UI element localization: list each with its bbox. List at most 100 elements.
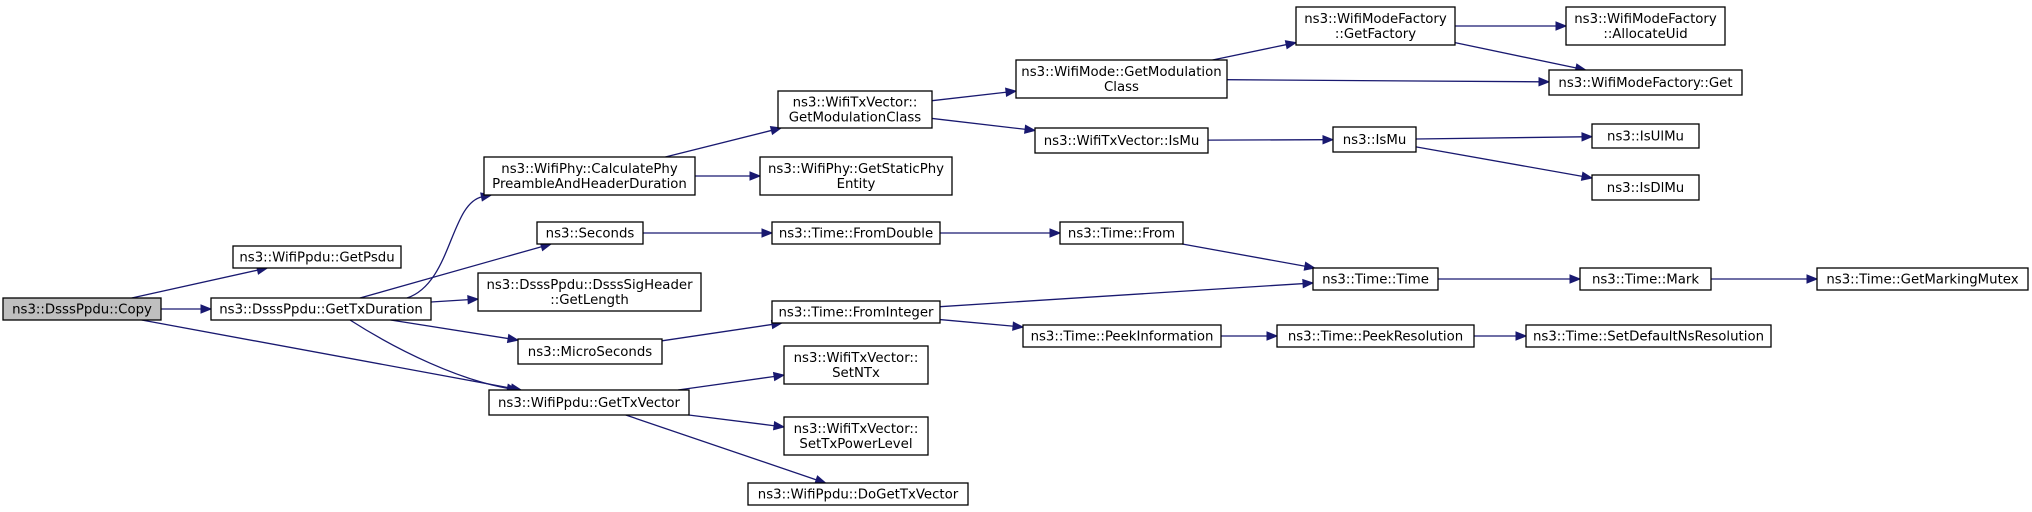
edge-mode_getmod-to-factoryget — [1226, 77, 1551, 87]
edge-ismu-to-isdlmu-arrowhead — [1580, 171, 1594, 181]
edge-peekinfo-to-peekres-arrowhead — [1266, 331, 1279, 341]
node-box[interactable] — [1312, 267, 1439, 291]
node-label: ns3::WifiTxVector:: — [794, 351, 919, 366]
node-box[interactable] — [1015, 59, 1228, 99]
node-mark[interactable]: ns3::Time::Mark — [1579, 267, 1712, 291]
node-peekinfo[interactable]: ns3::Time::PeekInformation — [1022, 324, 1222, 348]
node-label: ns3::Time::GetMarkingMutex — [1826, 273, 2018, 288]
node-siggetlength[interactable]: ns3::DsssPpdu::DsssSigHeader::GetLength — [477, 272, 702, 312]
node-getfactory[interactable]: ns3::WifiModeFactory::GetFactory — [1295, 6, 1456, 46]
node-box[interactable] — [1059, 221, 1184, 245]
node-box[interactable] — [488, 389, 690, 416]
node-frominteger[interactable]: ns3::Time::FromInteger — [771, 300, 941, 324]
node-txv_ismu[interactable]: ns3::WifiTxVector::IsMu — [1034, 127, 1209, 154]
node-box[interactable] — [1579, 267, 1712, 291]
edge-line — [1415, 136, 1584, 140]
node-box[interactable] — [747, 482, 969, 506]
node-setdefres[interactable]: ns3::Time::SetDefaultNsResolution — [1525, 324, 1772, 348]
node-getmarkmutex[interactable]: ns3::Time::GetMarkingMutex — [1816, 267, 2029, 291]
edge-copy-to-getpsdu — [131, 265, 269, 299]
edge-line — [131, 269, 259, 299]
edge-seconds-to-fromdouble-arrowhead — [761, 228, 774, 238]
edge-line — [1415, 146, 1584, 178]
node-box[interactable] — [232, 245, 402, 269]
node-dogettxvector[interactable]: ns3::WifiPpdu::DoGetTxVector — [747, 482, 969, 506]
node-setntx[interactable]: ns3::WifiTxVector::SetNTx — [783, 345, 929, 385]
node-calcphy[interactable]: ns3::WifiPhy::CalculatePhyPreambleAndHea… — [483, 156, 696, 196]
node-label: ns3::DsssPpdu::DsssSigHeader — [486, 278, 693, 293]
node-label: ns3::WifiModeFactory — [1574, 12, 1717, 27]
node-label: ns3::DsssPpdu::GetTxDuration — [219, 303, 423, 318]
node-label: ns3::MicroSeconds — [528, 345, 652, 360]
edge-txv_getmod-to-txv_ismu — [931, 117, 1037, 134]
edge-calcphy-to-getstaticphy — [695, 171, 762, 181]
node-time_time[interactable]: ns3::Time::Time — [1312, 267, 1439, 291]
node-box[interactable] — [783, 416, 929, 456]
node-box[interactable] — [771, 300, 941, 324]
node-time_from[interactable]: ns3::Time::From — [1059, 221, 1184, 245]
node-getpsdu[interactable]: ns3::WifiPpdu::GetPsdu — [232, 245, 402, 269]
node-label: ns3::WifiTxVector:: — [794, 422, 919, 437]
node-box[interactable] — [777, 90, 933, 129]
edge-gettxduration-to-siggetlength-arrowhead — [467, 294, 480, 305]
edge-gettxduration-to-gettxvector — [349, 319, 519, 393]
node-box[interactable] — [1591, 123, 1700, 149]
node-copy[interactable]: ns3::DsssPpdu::Copy — [2, 297, 162, 321]
node-peekres[interactable]: ns3::Time::PeekResolution — [1276, 324, 1475, 348]
node-box[interactable] — [1034, 127, 1209, 154]
node-label: ns3::Time::FromInteger — [778, 306, 934, 321]
node-box[interactable] — [1548, 69, 1743, 96]
node-label: ns3::IsUlMu — [1607, 130, 1684, 145]
edge-line — [1454, 41, 1578, 69]
node-label: ns3::IsDlMu — [1607, 181, 1684, 196]
edge-line — [939, 318, 1015, 327]
edge-gettxvector-to-setntx — [677, 371, 786, 391]
node-box[interactable] — [536, 221, 644, 245]
node-box[interactable] — [1816, 267, 2029, 291]
node-settxpower[interactable]: ns3::WifiTxVector::SetTxPowerLevel — [783, 416, 929, 456]
node-mode_getmod[interactable]: ns3::WifiMode::GetModulationClass — [1015, 59, 1228, 99]
node-box[interactable] — [483, 156, 696, 196]
node-box[interactable] — [1591, 174, 1700, 201]
node-microseconds[interactable]: ns3::MicroSeconds — [517, 338, 663, 365]
node-ismu[interactable]: ns3::IsMu — [1332, 126, 1417, 153]
edge-gettxduration-to-siggetlength — [430, 294, 480, 305]
node-box[interactable] — [1332, 126, 1417, 153]
edge-line — [661, 323, 774, 342]
node-box[interactable] — [759, 156, 953, 196]
node-seconds[interactable]: ns3::Seconds — [536, 221, 644, 245]
node-box[interactable] — [1295, 6, 1456, 46]
node-txv_getmod[interactable]: ns3::WifiTxVector::GetModulationClass — [777, 90, 933, 129]
node-box[interactable] — [783, 345, 929, 385]
edge-mode_getmod-to-getfactory — [1212, 40, 1298, 61]
edge-time_time-to-mark — [1438, 274, 1582, 284]
node-box[interactable] — [477, 272, 702, 312]
edges-layer — [131, 21, 1819, 485]
node-fromdouble[interactable]: ns3::Time::FromDouble — [771, 221, 941, 245]
edge-line — [688, 414, 776, 427]
node-box[interactable] — [2, 297, 162, 321]
node-label: ns3::Time::Mark — [1592, 273, 1699, 288]
node-gettxduration[interactable]: ns3::DsssPpdu::GetTxDuration — [210, 297, 432, 321]
node-box[interactable] — [771, 221, 941, 245]
node-box[interactable] — [517, 338, 663, 365]
node-label: ns3::Time::PeekResolution — [1288, 330, 1463, 345]
node-isulmu[interactable]: ns3::IsUlMu — [1591, 123, 1700, 149]
node-isdlmu[interactable]: ns3::IsDlMu — [1591, 174, 1700, 201]
node-allocuid[interactable]: ns3::WifiModeFactory::AllocateUid — [1565, 6, 1726, 46]
node-box[interactable] — [1276, 324, 1475, 348]
node-factoryget[interactable]: ns3::WifiModeFactory::Get — [1548, 69, 1743, 96]
edge-line — [1226, 79, 1541, 83]
node-label: Class — [1104, 80, 1139, 95]
edge-frominteger-to-time_time — [939, 278, 1315, 308]
node-gettxvector[interactable]: ns3::WifiPpdu::GetTxVector — [488, 389, 690, 416]
node-box[interactable] — [1022, 324, 1222, 348]
node-box[interactable] — [1565, 6, 1726, 46]
edge-mode_getmod-to-factoryget-arrowhead — [1538, 77, 1551, 87]
edge-gettxduration-to-microseconds — [390, 319, 520, 344]
node-box[interactable] — [210, 297, 432, 321]
node-box[interactable] — [1525, 324, 1772, 348]
node-label: ns3::Time::SetDefaultNsResolution — [1533, 330, 1764, 345]
